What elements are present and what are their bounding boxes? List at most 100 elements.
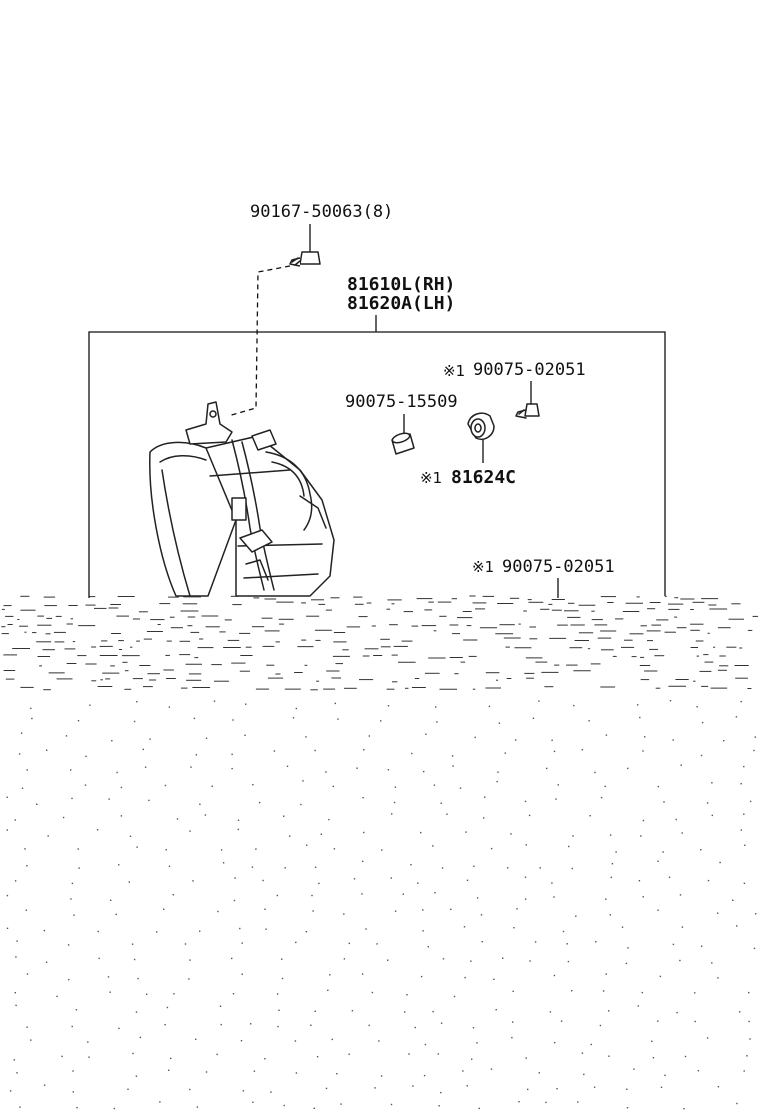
noise-dot (538, 1072, 540, 1074)
noise-dot (473, 865, 475, 867)
noise-dot (325, 1087, 328, 1090)
noise-dot (538, 700, 540, 702)
noise-dot (736, 925, 738, 927)
label-assembly-rh[interactable]: 81610L(RH) (347, 274, 455, 295)
noise-dot (627, 767, 629, 770)
noise-dot (481, 941, 483, 943)
mark-socket: ※1 (420, 469, 442, 487)
noise-dot (381, 849, 383, 851)
noise-dot (732, 899, 734, 901)
noise-dot (173, 993, 175, 995)
noise-dot (67, 944, 70, 946)
noise-dot (14, 880, 17, 882)
noise-dot (276, 894, 278, 897)
label-screw-lower[interactable]: 90075-02051 (502, 557, 615, 577)
noise-dot (744, 844, 746, 846)
noise-dot (554, 1041, 556, 1044)
noise-dot (156, 931, 158, 933)
noise-dot (258, 801, 261, 804)
noise-dot (26, 769, 28, 771)
noise-dot (626, 1088, 628, 1090)
noise-dot (553, 974, 556, 977)
noise-dot (387, 705, 390, 707)
noise-dot (144, 766, 147, 768)
noise-dot (739, 1011, 741, 1013)
noise-dot (438, 1105, 440, 1107)
noise-dot (205, 737, 208, 739)
noise-dot (19, 1106, 21, 1108)
noise-dot (651, 1040, 653, 1042)
noise-dot (333, 848, 336, 850)
noise-dot (251, 866, 254, 868)
noise-dot (749, 800, 752, 803)
noise-dot (717, 1086, 720, 1088)
noise-dot (6, 796, 8, 798)
noise-dot (61, 1055, 63, 1058)
noise-dot (466, 879, 469, 881)
noise-dot (527, 1088, 529, 1091)
noise-dot (340, 1103, 342, 1105)
noise-dot (681, 926, 684, 928)
noise-dot (220, 849, 223, 851)
noise-dot (694, 1020, 696, 1023)
noise-dot (262, 879, 264, 882)
noise-dot (608, 1055, 610, 1057)
noise-dot (679, 959, 681, 962)
noise-dot (545, 1101, 547, 1104)
noise-dot (581, 1052, 584, 1054)
noise-dot (334, 702, 336, 705)
noise-dot (87, 1041, 89, 1043)
noise-dot (325, 771, 327, 773)
noise-dot (159, 1101, 161, 1103)
noise-dot (286, 765, 289, 767)
label-socket[interactable]: 81624C (451, 467, 516, 488)
noise-dot (546, 767, 548, 770)
noise-dot (305, 736, 307, 738)
noise-dot (518, 1101, 520, 1103)
noise-dot (311, 894, 313, 897)
noise-dot (71, 797, 73, 800)
noise-dot (84, 784, 87, 786)
noise-dot (165, 849, 167, 851)
label-screw-upper[interactable]: 90075-02051 (473, 360, 586, 380)
noise-dot (451, 755, 454, 757)
noise-dot (13, 1059, 15, 1061)
noise-dot (706, 802, 709, 804)
noise-dot (149, 738, 151, 740)
noise-dot (170, 1057, 172, 1060)
noise-dot (211, 785, 213, 787)
label-assembly-lh[interactable]: 81620A(LH) (347, 293, 455, 314)
noise-dot (463, 926, 466, 928)
noise-dot (96, 829, 99, 831)
noise-dot (512, 990, 514, 992)
noise-dot (507, 867, 509, 869)
noise-dot (497, 771, 499, 773)
noise-dot (476, 1042, 478, 1044)
noise-dot (593, 1086, 596, 1088)
noise-dot (56, 995, 58, 998)
noise-dot (88, 1056, 90, 1058)
noise-dot (129, 835, 132, 837)
label-grommet[interactable]: 90075-15509 (345, 392, 458, 412)
noise-dot (425, 733, 427, 735)
noise-dot (36, 803, 38, 805)
noise-dot (62, 816, 65, 819)
noise-dot (711, 962, 713, 964)
noise-dot (72, 1070, 74, 1072)
noise-dot (361, 973, 364, 975)
noise-dot (420, 831, 422, 834)
noise-dot (109, 991, 111, 993)
noise-dot (120, 815, 123, 817)
label-bolt-top[interactable]: 90167-50063(8) (250, 202, 393, 222)
noise-dot (239, 927, 241, 930)
noise-dot (314, 1010, 316, 1012)
noise-dot (423, 770, 425, 773)
socket-icon (467, 412, 495, 440)
noise-dot (30, 707, 32, 710)
noise-dot (193, 717, 196, 720)
noise-dot (627, 947, 629, 949)
noise-dot (24, 848, 26, 850)
noise-dot (231, 767, 233, 770)
noise-dot (551, 739, 553, 741)
noise-dot (637, 1005, 639, 1007)
